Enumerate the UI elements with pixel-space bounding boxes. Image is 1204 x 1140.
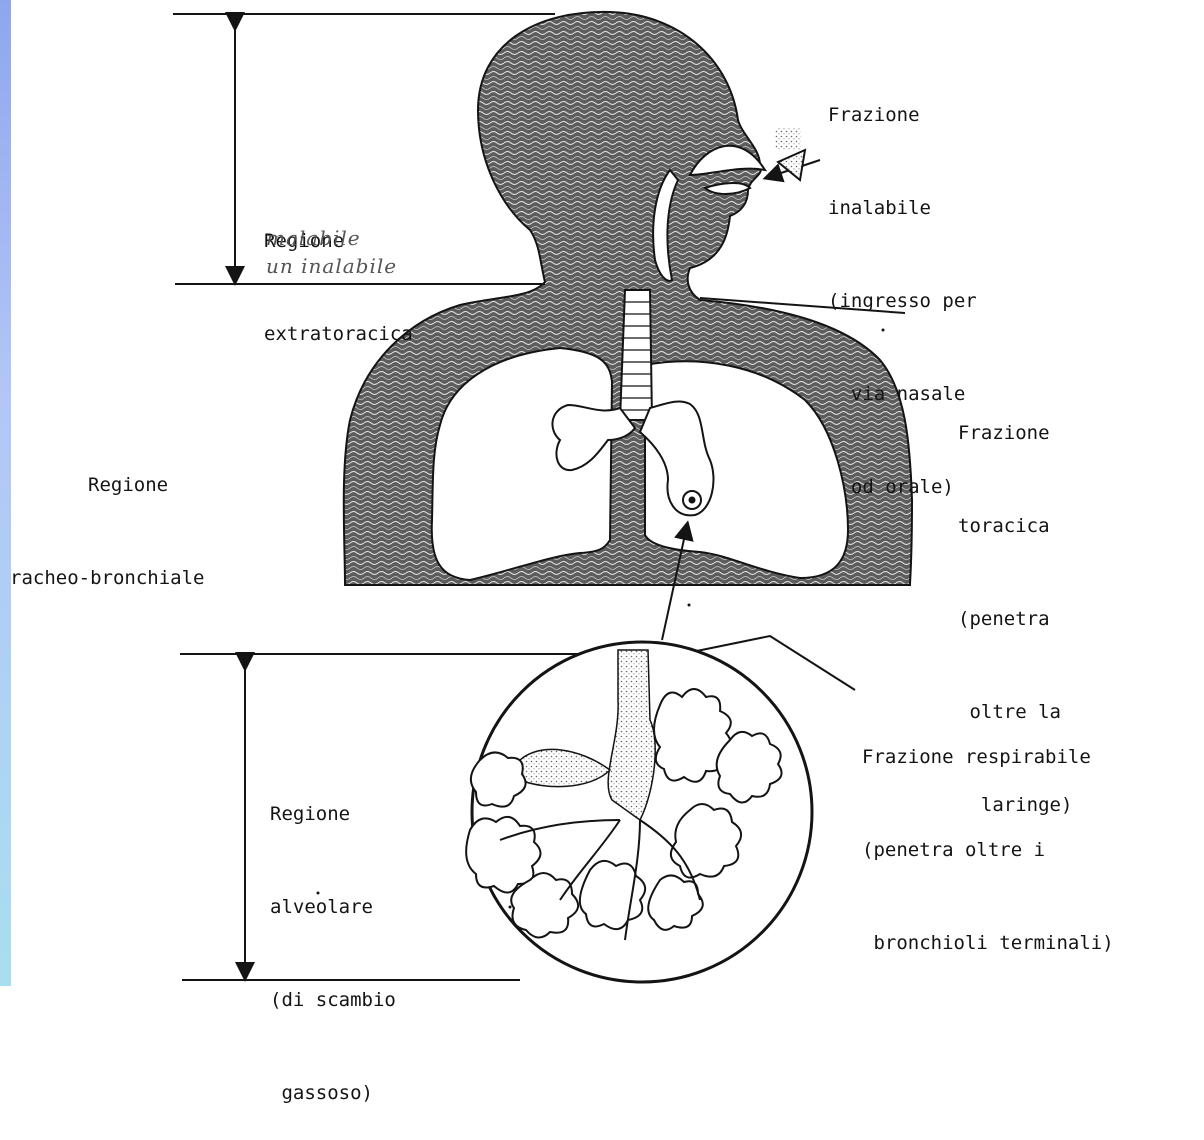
label-inhalable-fraction: Frazione inalabile (ingresso per via nas… xyxy=(828,38,977,534)
stray-dot xyxy=(509,906,512,909)
handwritten-note-line2: un inalabile xyxy=(266,254,397,278)
label-respirable-fraction: Frazione respirabile (penetra oltre i br… xyxy=(862,680,1114,990)
inhalable-arrow xyxy=(772,150,820,180)
alveoli-magnified-circle xyxy=(466,642,812,982)
label-alveolar-region: Regione alveolare (di scambio gassoso) xyxy=(270,737,396,1140)
handwritten-note-line1: malabile xyxy=(266,226,361,250)
particle-cloud xyxy=(775,128,801,150)
body-silhouette xyxy=(344,12,912,585)
label-tracheobronchial-region: Regione racheo-bronchiale xyxy=(10,408,204,625)
stray-dot xyxy=(688,604,691,607)
